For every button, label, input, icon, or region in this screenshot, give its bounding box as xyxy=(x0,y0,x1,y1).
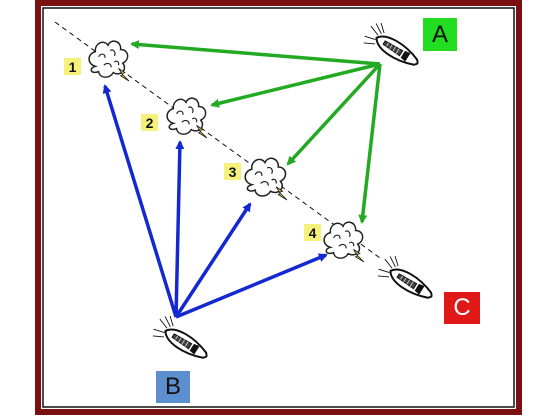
explosion-cloud-icon xyxy=(244,157,288,201)
point-label-1: 1 xyxy=(64,58,81,75)
green-arrow-to-4 xyxy=(358,63,382,224)
green-arrow-to-3 xyxy=(286,62,382,166)
speedboat-icon xyxy=(374,251,441,307)
explosion-cloud-icon xyxy=(166,97,208,139)
blue-arrow-to-1 xyxy=(102,84,178,318)
blue-arrows xyxy=(102,84,328,319)
boat-label-a: A xyxy=(423,18,457,51)
green-arrow-to-1 xyxy=(130,40,381,66)
green-arrows xyxy=(130,40,382,224)
point-label-3: 3 xyxy=(224,163,241,180)
speedboat-icon xyxy=(149,311,216,367)
point-label-2: 2 xyxy=(141,114,158,131)
outer-frame xyxy=(35,0,522,415)
point-label-4: 4 xyxy=(304,224,321,241)
blue-arrow-to-2 xyxy=(174,140,185,318)
blue-arrow-to-4 xyxy=(175,253,328,319)
boat-label-c: C xyxy=(444,292,480,324)
inner-frame xyxy=(42,7,515,408)
green-arrow-to-2 xyxy=(210,62,381,108)
boat-label-b: B xyxy=(156,371,190,403)
blue-arrow-to-3 xyxy=(174,202,252,318)
explosion-cloud-icon xyxy=(88,40,130,82)
explosion-cloud-icon xyxy=(323,221,365,263)
